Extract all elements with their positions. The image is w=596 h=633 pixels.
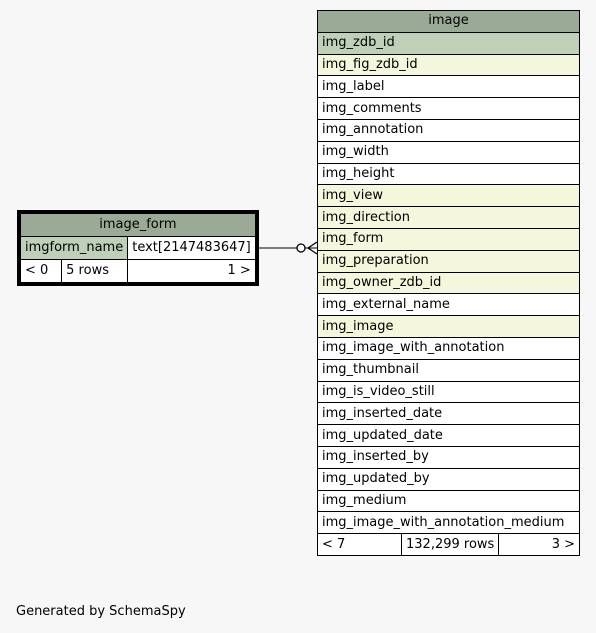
table-row: img_thumbnail: [317, 358, 580, 382]
column-img-updated-date[interactable]: img_updated_date: [317, 424, 580, 447]
table-row: img_preparation: [317, 249, 580, 273]
table-row: img_width: [317, 140, 580, 164]
table-row: img_height: [317, 162, 580, 186]
table-row: img_direction: [317, 206, 580, 229]
table-row: img_view: [317, 184, 580, 208]
table-row: img_medium: [317, 489, 580, 513]
column-img-external-name[interactable]: img_external_name: [317, 293, 580, 317]
optional-marker: [296, 243, 306, 253]
column-img-label[interactable]: img_label: [317, 75, 580, 99]
table-row: img_updated_by: [317, 467, 580, 491]
table-row: img_inserted_by: [317, 445, 580, 469]
row-count: 5 rows: [61, 259, 129, 283]
parents-count[interactable]: < 0: [19, 259, 63, 283]
table-row: img_comments: [317, 97, 580, 120]
row-count: 132,299 rows: [400, 533, 500, 556]
table-row: img_updated_date: [317, 424, 580, 447]
column-img-form[interactable]: img_form: [317, 227, 580, 251]
table-row: img_is_video_still: [317, 380, 580, 404]
table-row: img_zdb_id: [317, 31, 580, 55]
column-img-thumbnail[interactable]: img_thumbnail: [317, 358, 580, 382]
generated-by-text: Generated by SchemaSpy: [16, 604, 186, 619]
column-img-inserted-by[interactable]: img_inserted_by: [317, 445, 580, 469]
crows-foot-marker: [307, 241, 318, 249]
column-name[interactable]: imgform_name: [19, 236, 129, 260]
column-img-comments[interactable]: img_comments: [317, 97, 580, 120]
table-title[interactable]: image_form: [20, 213, 256, 237]
column-img-is-video-still[interactable]: img_is_video_still: [317, 380, 580, 404]
column-img-owner-zdb-id[interactable]: img_owner_zdb_id: [317, 271, 580, 295]
table-row: img_annotation: [317, 118, 580, 142]
parents-count[interactable]: < 7: [317, 533, 402, 556]
children-count[interactable]: 1 >: [127, 259, 256, 283]
column-img-preparation[interactable]: img_preparation: [317, 249, 580, 273]
column-img-image-with-annotation-medium[interactable]: img_image_with_annotation_medium: [317, 511, 580, 535]
column-img-annotation[interactable]: img_annotation: [317, 118, 580, 142]
table-title[interactable]: image: [317, 10, 580, 33]
table-row: img_inserted_date: [317, 402, 580, 426]
column-img-updated-by[interactable]: img_updated_by: [317, 467, 580, 491]
column-type: text[2147483647]: [127, 236, 256, 260]
column-img-inserted-date[interactable]: img_inserted_date: [317, 402, 580, 426]
column-img-direction[interactable]: img_direction: [317, 206, 580, 229]
column-img-height[interactable]: img_height: [317, 162, 580, 186]
column-img-fig-zdb-id[interactable]: img_fig_zdb_id: [317, 53, 580, 77]
table-row: img_form: [317, 227, 580, 251]
table-row: img_fig_zdb_id: [317, 53, 580, 77]
image-form-table-box[interactable]: image_form imgform_name text[2147483647]…: [17, 210, 259, 286]
table-row: img_image_with_annotation: [317, 336, 580, 360]
table-row: img_image: [317, 315, 580, 338]
image-form-table[interactable]: image_form imgform_name text[2147483647]…: [19, 213, 256, 283]
column-img-image[interactable]: img_image: [317, 315, 580, 338]
column-img-width[interactable]: img_width: [317, 140, 580, 164]
column-img-image-with-annotation[interactable]: img_image_with_annotation: [317, 336, 580, 360]
table-row: img_label: [317, 75, 580, 99]
table-row: img_image_with_annotation_medium: [317, 511, 580, 535]
column-img-view[interactable]: img_view: [317, 184, 580, 208]
children-count[interactable]: 3 >: [498, 533, 580, 556]
column-img-zdb-id[interactable]: img_zdb_id: [317, 31, 580, 55]
table-row: img_external_name: [317, 293, 580, 317]
column-img-medium[interactable]: img_medium: [317, 489, 580, 513]
table-row: img_owner_zdb_id: [317, 271, 580, 295]
